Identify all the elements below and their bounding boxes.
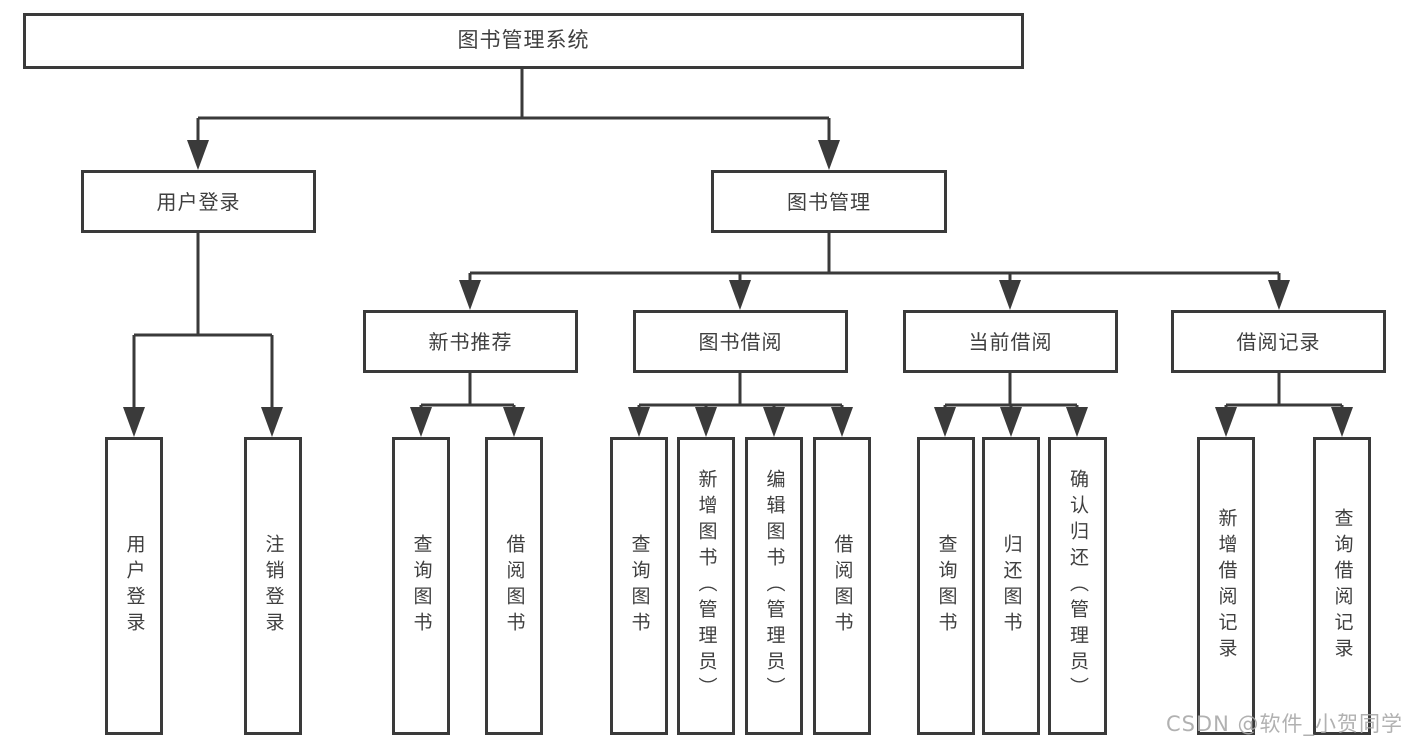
leaf-add-borrow-record: 新增借阅记录	[1197, 437, 1255, 735]
leaf-edit-book-admin: 编辑图书（管理员）	[745, 437, 803, 735]
node-current-borrow: 当前借阅	[903, 310, 1118, 373]
leaf-query-books-borrow: 查询图书	[610, 437, 668, 735]
leaf-query-borrow-record: 查询借阅记录	[1313, 437, 1371, 735]
node-new-book-recommend: 新书推荐	[363, 310, 578, 373]
leaf-query-books-current: 查询图书	[917, 437, 975, 735]
node-borrow-records: 借阅记录	[1171, 310, 1386, 373]
node-book-borrow: 图书借阅	[633, 310, 848, 373]
leaf-query-books-recommend: 查询图书	[392, 437, 450, 735]
node-user-login: 用户登录	[81, 170, 316, 233]
node-root: 图书管理系统	[23, 13, 1024, 69]
node-book-management: 图书管理	[711, 170, 947, 233]
leaf-add-book-admin: 新增图书（管理员）	[677, 437, 735, 735]
arrowheads	[123, 140, 1353, 437]
leaf-borrow-books-recommend: 借阅图书	[485, 437, 543, 735]
leaf-logout: 注销登录	[244, 437, 302, 735]
leaf-confirm-return-admin: 确认归还（管理员）	[1048, 437, 1107, 735]
leaf-borrow-books: 借阅图书	[813, 437, 871, 735]
leaf-return-book: 归还图书	[982, 437, 1040, 735]
leaf-user-login: 用户登录	[105, 437, 163, 735]
csdn-watermark: CSDN @软件_小贺同学	[1165, 712, 1403, 736]
